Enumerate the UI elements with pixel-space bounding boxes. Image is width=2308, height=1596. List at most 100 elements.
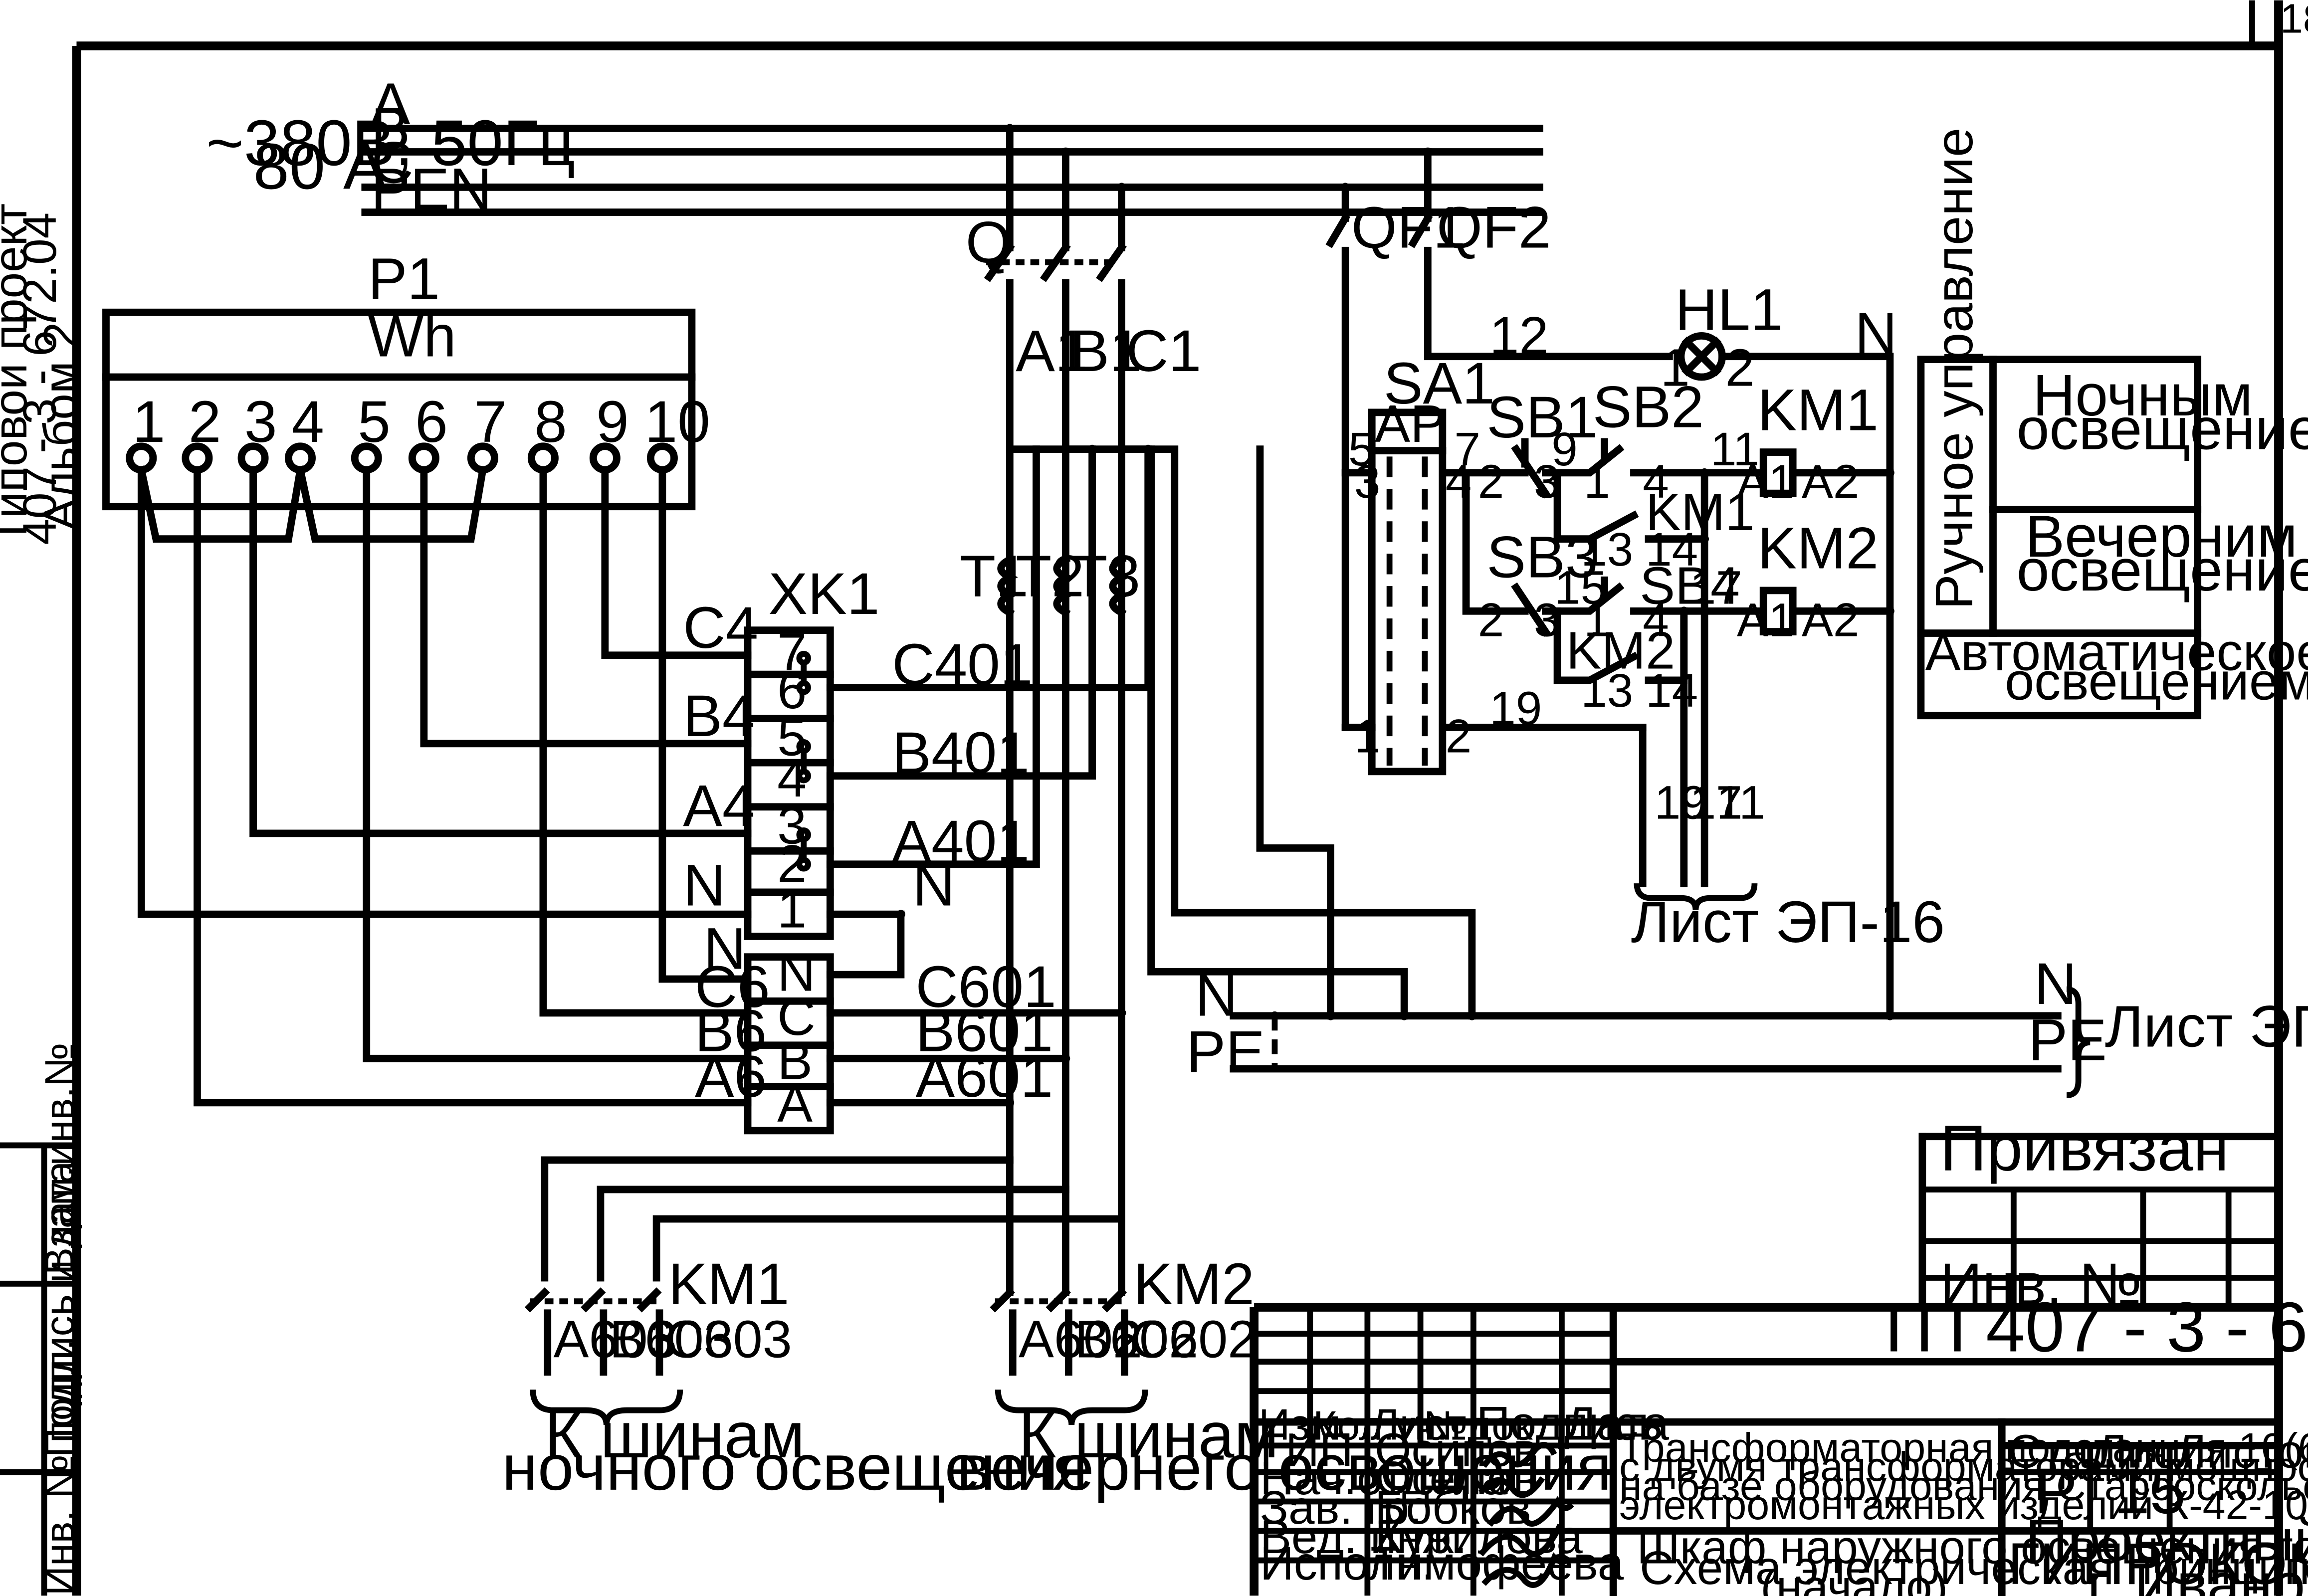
legend-auto-1: Автоматическое управление: [1925, 622, 2308, 681]
desc-line-3: на базе оборудования Старооскольского за…: [1619, 1463, 2308, 1509]
wire-n-1: N: [683, 852, 725, 918]
control-circuit: [1325, 147, 1894, 1020]
role-ispoln: Исполн.: [1260, 1538, 1435, 1590]
desc-line-4: электромонтажных изделий К-42-1000 СОЭМИ: [1619, 1482, 2308, 1528]
legend-auto-2: освещением: [2005, 651, 2308, 711]
qf2-label: QF2: [1437, 195, 1551, 260]
sheets-label: Листов: [2175, 1426, 2308, 1478]
project-line-2: 407 - 3 - 672.04: [14, 212, 66, 545]
wire-a401: A401: [892, 808, 1030, 874]
meter-terminal-5: 5: [358, 389, 391, 455]
wire-9: 9: [1551, 423, 1578, 476]
km1-coil-a2: A2: [1802, 456, 1859, 508]
meter-terminal-3: 3: [244, 389, 277, 455]
wire-a6: A6: [695, 1044, 767, 1110]
title-block: [1250, 1303, 2283, 1596]
wire-n-right: N: [913, 852, 955, 918]
meter-terminal-6: 6: [415, 389, 448, 455]
ct-t2: T2: [1016, 544, 1084, 609]
stage-label: Стадия: [2008, 1426, 2168, 1478]
km2-aux-13: 13: [1581, 665, 1633, 717]
name-ispoln: Тимофеева: [1370, 1538, 1624, 1590]
contactor-km1: [524, 1156, 1125, 1425]
legend-evening-1: Вечерним: [2025, 504, 2297, 570]
supply-current: 80 А: [253, 130, 387, 202]
phase-b602: B602: [1074, 1309, 1198, 1369]
sb1-pin-2: 2: [1478, 456, 1504, 508]
wire-a601: A601: [915, 1044, 1053, 1110]
phase-c603: C603: [665, 1309, 792, 1369]
wire-c6: C6: [695, 954, 770, 1020]
sa1-pos-p: P: [1410, 394, 1446, 453]
sb1-label: SB1: [1486, 385, 1598, 450]
sb3-label: SB3: [1486, 524, 1598, 590]
hdr-data: Дата: [1565, 1398, 1670, 1450]
org-line-2: ГИПРОКОММУНЭНЕРГО: [2008, 1531, 2308, 1596]
stamp-vzam-inv: Взам.инв.№: [36, 1042, 83, 1275]
title-line-1: Шкаф наружного освещения головной.: [1637, 1521, 2308, 1574]
out-wire-19: 19: [1655, 777, 1707, 829]
privyazan-block: [1918, 1133, 2283, 1311]
km2-coil-label: KM2: [1757, 516, 1879, 582]
stage-value: Р: [2034, 1454, 2078, 1527]
phase-b603: B603: [610, 1309, 733, 1369]
xk1-pin-5: 5: [777, 707, 807, 767]
out-wire-11: 11: [1716, 777, 1765, 829]
drawing-code: ТП 407 - 3 - 672.04 - ЭП: [1873, 1288, 2308, 1367]
sa1-pos-a: A: [1375, 394, 1410, 453]
stamp-inv-podl: Инв. № подл.: [36, 1339, 83, 1596]
km1-aux-label: KM1: [1646, 482, 1754, 542]
xk1-pin-c: C: [777, 987, 816, 1046]
xk1-pin-2: 2: [777, 834, 807, 893]
sb4-pin-4: 4: [1643, 594, 1669, 646]
wire-19: 19: [1489, 682, 1542, 735]
xk1-pin-b: B: [777, 1031, 813, 1091]
km2-coil-a1: A1: [1737, 594, 1794, 646]
meter-terminal-2: 2: [189, 389, 221, 455]
wire-15: 15: [1554, 562, 1607, 614]
sb2-label: SB2: [1593, 374, 1704, 440]
legend-night-2: освещением: [2017, 397, 2308, 462]
evening-caption-1: К шинам: [1019, 1398, 1279, 1471]
sa1-label: SA1: [1384, 351, 1495, 416]
sheet-number: 18: [2280, 0, 2308, 42]
meter-terminal-4: 4: [291, 389, 324, 455]
hdr-list: Лист: [1370, 1400, 1466, 1449]
role-nach-otdela: Нач.отдела: [1260, 1452, 1508, 1505]
supply-voltage: ~380В, 50Гц: [206, 106, 575, 179]
phase-a603: A603: [554, 1309, 677, 1369]
wire-17: 17: [1690, 562, 1742, 614]
sb4-label: SB4: [1640, 556, 1740, 615]
sb3-pin-2: 2: [1478, 594, 1504, 646]
role-zav-gr: Зав. гр.: [1260, 1482, 1422, 1534]
legend-table: [1917, 356, 2202, 720]
meter-label: Wh: [368, 304, 456, 370]
bus-label-a: A: [371, 71, 411, 137]
privyazan-label: Привязан: [1940, 1112, 2229, 1185]
title-line-3: (начало): [1760, 1561, 1948, 1596]
role-gip: ГИП: [1260, 1424, 1353, 1477]
bus-sheet-ref: Лист ЭП-16: [2105, 994, 2308, 1060]
xk1-pin-1: 1: [777, 880, 807, 939]
km1-coil-label: KM1: [1757, 377, 1879, 443]
bus-label-pen: PEN: [371, 157, 492, 222]
desc-line-1: Трансформаторная подстанция 10(6)/0,4 кВ: [1619, 1424, 2308, 1471]
feeder-c1: C1: [1126, 318, 1201, 384]
bus-label-c: C: [371, 130, 414, 196]
hl1-label: HL1: [1675, 277, 1783, 343]
org-line-3: г. Иваново: [2087, 1552, 2308, 1596]
project-line-1: Типовой проект: [0, 203, 37, 545]
qf1-label: QF1: [1351, 195, 1466, 260]
xk1-pin-7: 7: [777, 622, 807, 681]
wire-c601: C601: [915, 954, 1056, 1020]
drawing-frame: [72, 0, 2283, 1596]
breaker-q-label: Q: [966, 209, 1012, 275]
legend-evening-2: освещением: [2017, 538, 2308, 603]
wire-c401: C401: [892, 632, 1033, 698]
signatures: [1478, 1441, 1574, 1588]
hl1-pin-2: 2: [1725, 338, 1754, 398]
night-caption-1: К шинам: [545, 1398, 805, 1471]
hdr-izm: Изм.: [1259, 1400, 1353, 1449]
project-line-3: Альбом 2: [34, 322, 87, 530]
meter-terminal-9: 9: [596, 389, 629, 455]
